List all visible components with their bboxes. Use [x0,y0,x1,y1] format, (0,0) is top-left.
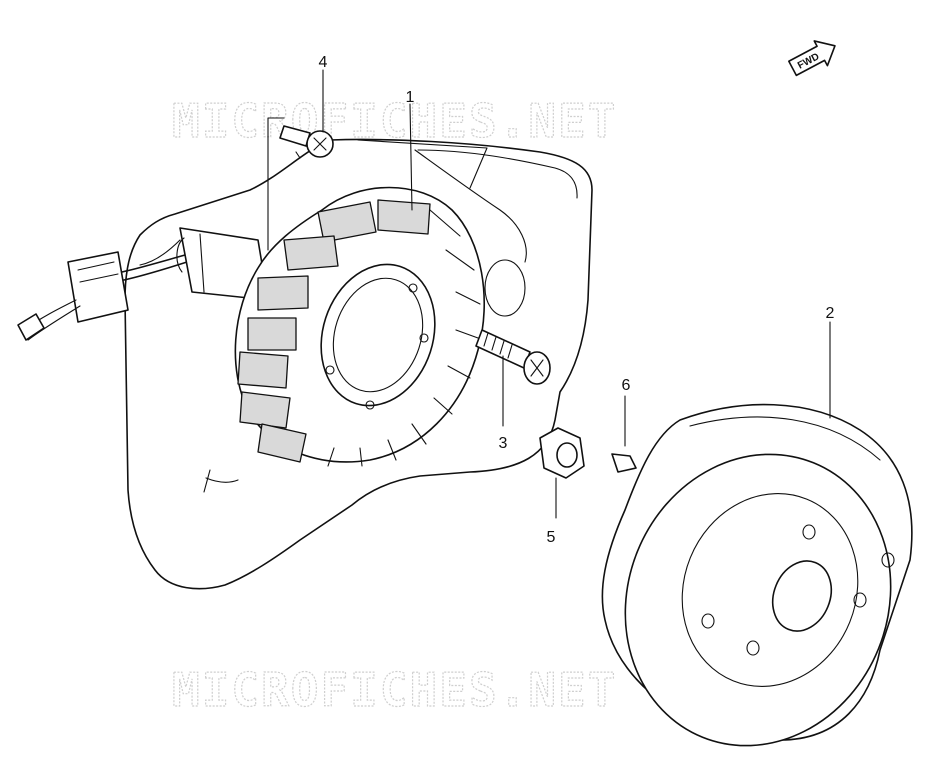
key-part-6 [611,453,637,473]
callout-5: 5 [547,529,556,546]
callout-2: 2 [826,305,835,322]
screw-part-4 [279,125,334,158]
fwd-arrow-icon: FWD [788,40,836,77]
engine-cover-outline [124,138,593,590]
callout-4: 4 [319,54,328,71]
callout-3: 3 [499,435,508,452]
callout-6: 6 [622,377,631,394]
stator-poles [237,199,431,463]
nut-part-5 [539,427,585,479]
flywheel-rotor-part-2 [601,403,913,747]
leader-lines [267,69,831,519]
callout-1: 1 [406,89,415,106]
watermark-bottom: MICROFICHES.NET [172,663,617,717]
wire-harness [17,227,269,341]
stator-part [234,186,486,467]
bolt-part-3 [475,329,551,385]
